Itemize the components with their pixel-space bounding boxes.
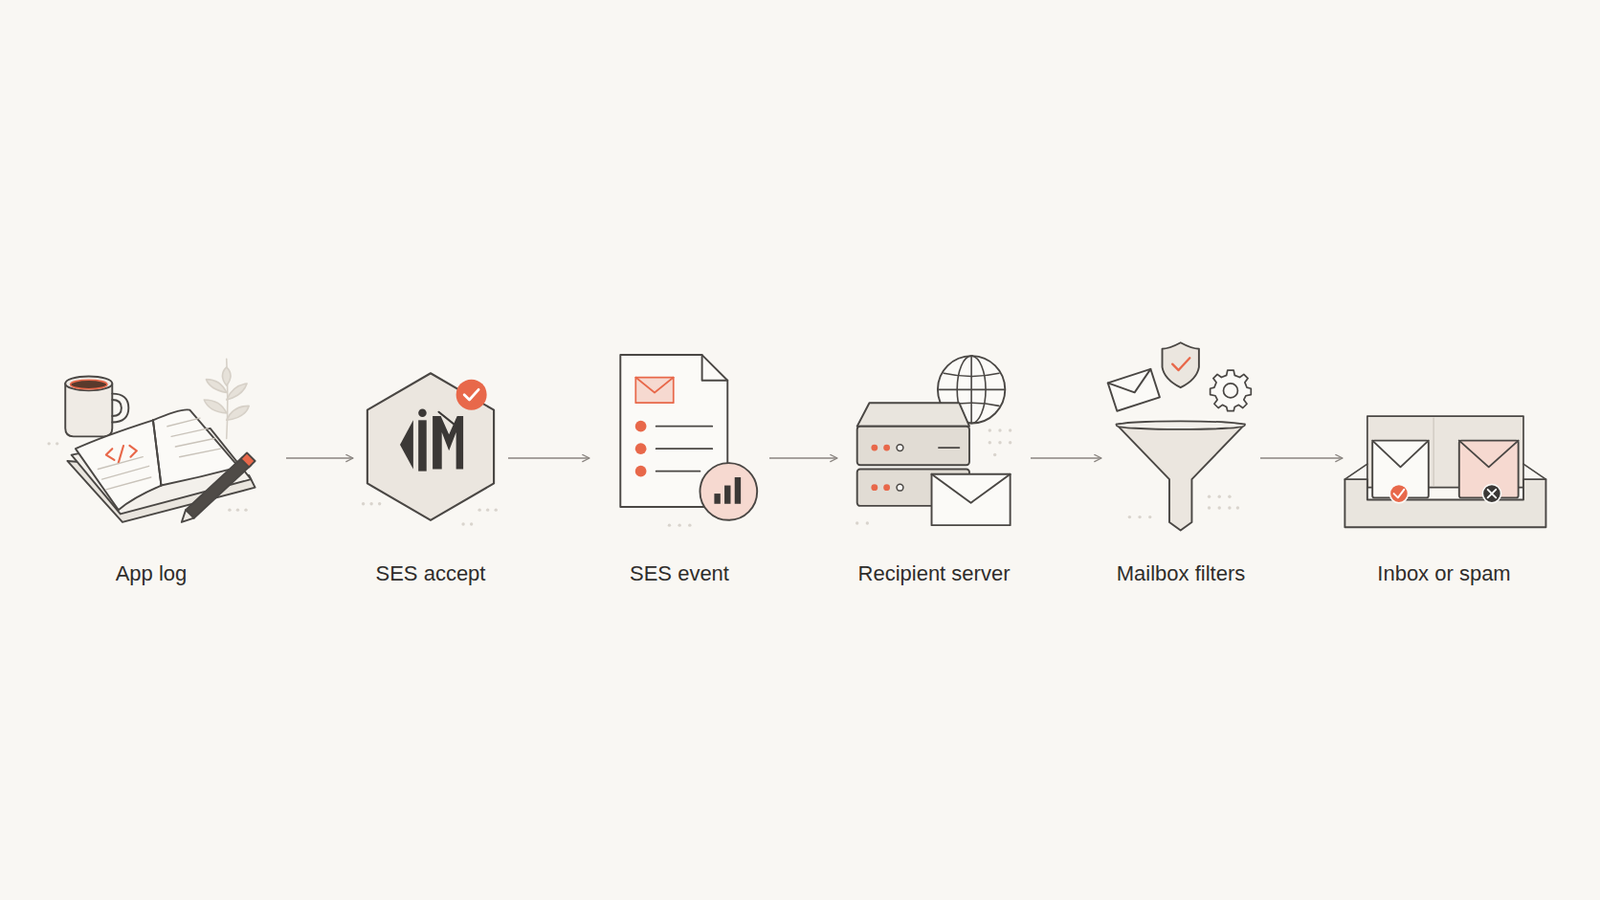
stage-node: App log — [22, 344, 281, 590]
flow-arrow — [769, 457, 838, 460]
inbox-spam-icon — [1344, 416, 1546, 528]
stage-label: Recipient server — [843, 560, 1025, 588]
app-log-icon — [65, 358, 255, 523]
stage-label: SES event — [595, 560, 764, 588]
mailbox-filters-icon — [1108, 342, 1252, 531]
flow-arrow — [286, 457, 354, 460]
ses-event-icon — [620, 355, 757, 521]
stage-node: SES accept — [358, 344, 503, 590]
stage-label: App log — [22, 560, 281, 588]
flow-arrow — [1260, 457, 1343, 460]
stage-node: Inbox or spam — [1348, 344, 1540, 590]
stage-label: SES accept — [358, 560, 503, 588]
flow-arrow — [508, 457, 590, 460]
stage-node: Recipient server — [843, 344, 1025, 590]
flow-arrow — [1030, 457, 1102, 460]
stage-label: Inbox or spam — [1348, 560, 1540, 588]
ses-accept-icon — [367, 373, 494, 521]
stage-node: SES event — [595, 344, 764, 590]
stage-node: Mailbox filters — [1107, 344, 1255, 590]
stage-label: Mailbox filters — [1107, 560, 1255, 588]
recipient-server-icon — [857, 355, 1011, 526]
